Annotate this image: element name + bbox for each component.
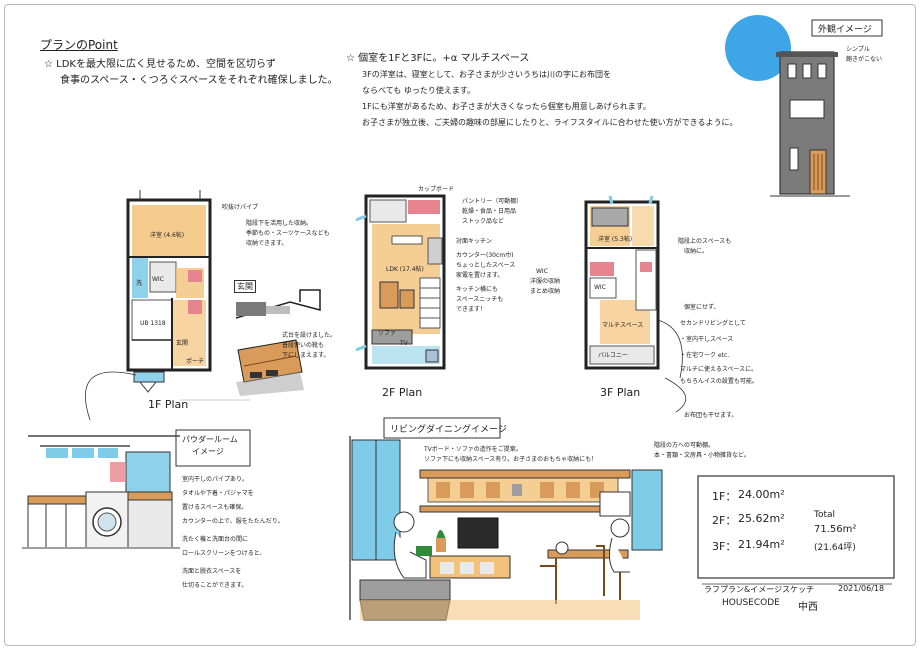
plan-point-title: プランのPoint [40, 38, 118, 52]
powder-line6: ロールスクリーンをつけると、 [182, 550, 266, 557]
floor2-room-sofa: ソファ [378, 330, 397, 337]
floor3-caption: 3F Plan [600, 386, 641, 399]
floor3-note-multi-line2: セカンドリビングとして [680, 320, 746, 327]
floor3-note-multi-line1: 個室にせず、 [684, 304, 720, 311]
floor3-note-multi-line3: ・室内干しスペース [680, 336, 734, 343]
floor3-note-wic-line2: 洋服の収納 [530, 278, 561, 285]
floor3-note-wic-line3: まとめ収納 [530, 288, 561, 295]
floor1-room-entrance: 玄関 [176, 340, 189, 347]
area-total-value: 71.56m² [814, 524, 857, 535]
living-note-tv-line1: TVボード・ソファの造作をご提案。 [424, 446, 522, 453]
footer-author: 中西 [798, 602, 818, 613]
floor1-note-pipe: 吹抜けパイプ [222, 204, 259, 211]
floor3-note-wic-line1: WIC [536, 268, 548, 275]
point2-line3: 1Fにも洋室があるため、お子さまが大きくなったら個室も用意しあげられます。 [362, 102, 651, 111]
powder-line1: 室内干しのパイプあり。 [182, 476, 248, 483]
exterior-title: 外観イメージ [818, 25, 872, 35]
floor2-note-c-line1: カウンター(30cm巾) [456, 252, 514, 259]
footer-date: 2021/06/18 [838, 584, 885, 593]
floor3-label-balcony: バルコニー [598, 352, 628, 359]
living-dining-sketch [349, 436, 663, 621]
floor3-note-multi-line5: マルチに使えるスペースに。 [680, 366, 758, 373]
floor2-note-pantry-line3: ストック品など [462, 218, 505, 225]
point2-line2: ならべても ゆったり使えます。 [362, 86, 476, 95]
floor2-note-c-line5: スペースニッチも [456, 296, 504, 303]
floor1-note-stairs-line2: 季節もの・スーツケースなども [246, 230, 330, 237]
floor3-label-wic: WIC [594, 284, 606, 291]
floor2-note-c-line6: できます！ [456, 306, 487, 313]
floor2-note-c-line3: 家電を置けます。 [456, 272, 504, 279]
point2-title: ☆ 個室を1Fと3Fに。+α マルチスペース [346, 53, 530, 64]
floor1-label-porch: ポーチ [186, 358, 205, 365]
powder-line3: 置けるスペースも確保。 [182, 504, 248, 511]
floor2-note-c-line4: キッチン横にも [456, 286, 499, 293]
floor2-note-pantry-line1: パントリー（可動棚） [462, 198, 523, 205]
area-f3-value: 21.94m² [738, 538, 785, 551]
exterior-building [776, 51, 838, 195]
point2-line4: お子さまが独立後、ご夫婦の趣味の部屋にしたりと、ライフスタイルに合わせた使い方が… [362, 118, 738, 127]
powder-line2: タオルや下着・パジャマを [182, 490, 254, 497]
sky-blob [725, 15, 791, 81]
powder-line4: カウンターの上で、服をたたんだり。 [182, 518, 284, 525]
point1-line2: 食事のスペース・くつろぐスペースをそれぞれ確保しました。 [60, 75, 338, 86]
floor1-note-stairs-line1: 階段下を活用した収納。 [246, 220, 313, 227]
area-f2-value: 25.62m² [738, 512, 785, 525]
powder-title-line2: イメージ [192, 447, 224, 456]
area-box-frame [697, 475, 895, 579]
floor3-room-western: 洋室 (5.3帖) [598, 236, 633, 243]
point1-line1: ☆ LDKを最大限に広く見せるため、空間を区切らず [44, 59, 276, 70]
powder-room-sketch [22, 435, 180, 549]
floor3-note-multi-line4: ・在宅ワーク etc. [680, 352, 730, 359]
living-note-shelf-line2: 本・書類・文房具・小物雑貨など。 [654, 452, 750, 459]
floor2-plan [355, 194, 446, 370]
page-frame [4, 4, 916, 646]
area-f2-label: 2F： [712, 514, 737, 527]
floor2-note-c-line2: ちょっとしたスペース [456, 262, 516, 269]
floor1-caption: 1F Plan [148, 398, 189, 411]
floor1-room-ub: UB 1318 [140, 320, 166, 327]
floor3-note-stairs-line2: 収納に。 [684, 248, 709, 255]
floor2-note-kitchen: 対面キッチン [456, 238, 493, 245]
entrance-sketch [235, 289, 321, 396]
floor3-note-multi-line6: もちろんイスの設置も可能。 [680, 378, 758, 385]
living-note-shelf-line1: 階段の方への可動棚。 [654, 442, 715, 449]
powder-title-line1: パウダールーム [182, 435, 238, 444]
exterior-note-line2: 飽きがこない [846, 56, 883, 63]
powder-line8: 仕切ることができます。 [182, 582, 248, 589]
floor2-room-ldk: LDK (17.4帖) [386, 266, 424, 273]
area-f1-label: 1F： [712, 490, 737, 503]
floor2-note-counter: カップボード [418, 186, 455, 193]
powder-line5: 洗たく機と洗面台の間に [182, 536, 249, 543]
footer-title: ラフプラン&イメージスケッチ [704, 585, 815, 594]
exterior-note-line1: シンプル [846, 46, 870, 53]
floor1-label-wic: WIC [152, 276, 164, 283]
floor3-label-multi: マルチスペース [602, 322, 644, 329]
area-total-tsubo: (21.64坪) [814, 543, 856, 553]
floor2-caption: 2F Plan [382, 386, 423, 399]
floor1-plan [126, 190, 212, 393]
area-f1-value: 24.00m² [738, 488, 785, 501]
entrance-note-line2: 普段使いの靴も [282, 342, 325, 349]
living-note-tv-line2: ソファ下にも収納スペース有り。お子さまのおもちゃ収納にも！ [424, 456, 598, 463]
floor3-plan [584, 195, 660, 370]
footer-brand: HOUSECODE [722, 598, 780, 608]
entrance-label: 玄関 [234, 280, 256, 293]
floor3-note-multi-line7: お布団も干せます。 [684, 412, 738, 419]
living-title: リビングダイニングイメージ [390, 425, 507, 435]
floor1-room-western: 洋室 (4.6帖) [150, 232, 185, 239]
floor2-room-tv: TV [400, 340, 408, 347]
area-f3-label: 3F： [712, 540, 737, 553]
floor2-note-pantry-line2: 乾燥・食品・日用品 [462, 208, 517, 215]
floor1-note-stairs-line3: 収納できます。 [246, 240, 288, 247]
point2-line1: 3Fの洋室は、寝室として、お子さまが少さいうちは川の字にお布団を [362, 70, 612, 79]
entrance-note-line3: 下にしまえます。 [282, 352, 330, 359]
area-total-label: Total [814, 510, 836, 520]
floor1-label-bath: 洗 [136, 280, 143, 287]
entrance-note-line1: 式台を設けました。 [282, 332, 337, 339]
powder-line7: 洗面と脱衣スペースを [182, 568, 242, 575]
floor3-note-stairs-line1: 階段上のスペースも [678, 238, 732, 245]
